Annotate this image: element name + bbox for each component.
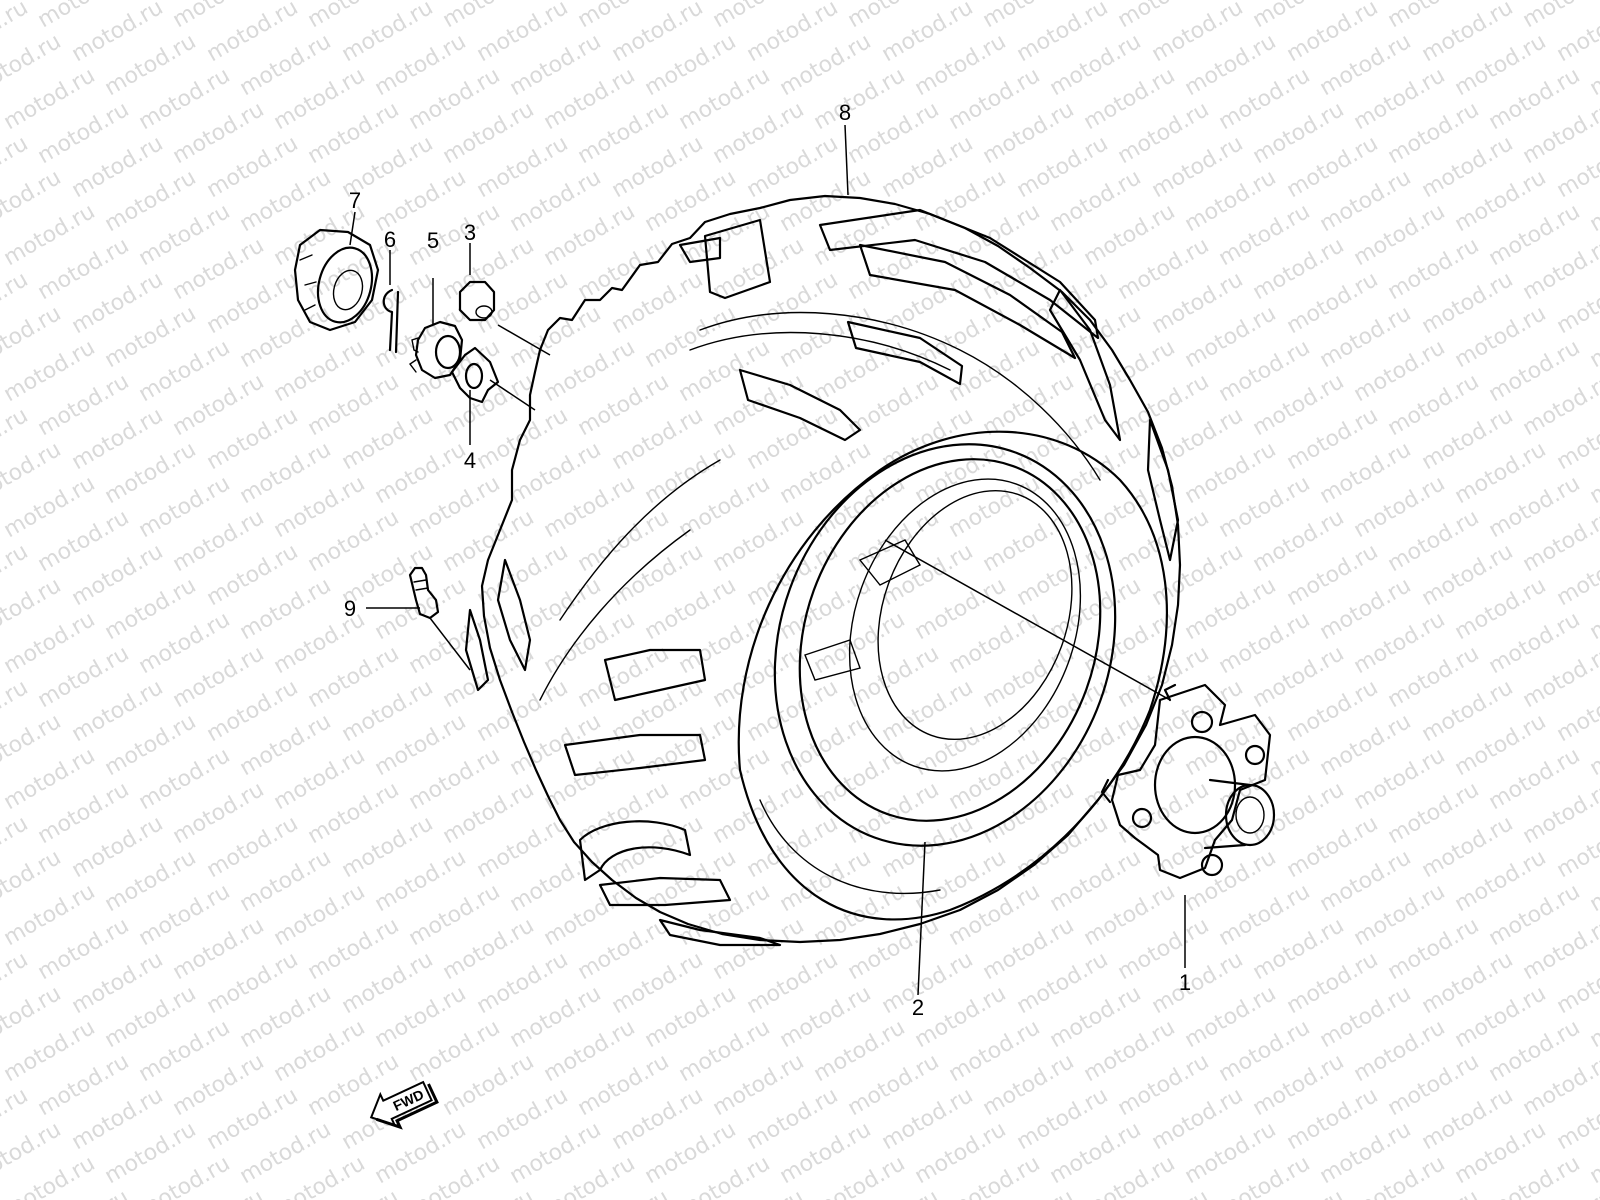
hub-cap xyxy=(293,228,380,332)
callouts: 1 2 3 4 5 6 7 8 9 xyxy=(344,100,1191,1020)
cotter-pin xyxy=(382,288,400,354)
callout-4: 4 xyxy=(464,448,476,473)
callout-8: 8 xyxy=(839,100,851,125)
callout-9: 9 xyxy=(344,596,356,621)
hub-washer xyxy=(450,346,500,404)
callout-3: 3 xyxy=(464,220,476,245)
callout-7: 7 xyxy=(349,188,361,213)
wheel-hub xyxy=(1100,683,1276,880)
callout-5: 5 xyxy=(427,228,439,253)
callout-6: 6 xyxy=(384,227,396,252)
tire xyxy=(464,194,1182,947)
valve-stem xyxy=(408,566,440,620)
wheel-nut xyxy=(458,280,496,322)
leader-lines xyxy=(349,124,1186,996)
callout-1: 1 xyxy=(1179,970,1191,995)
callout-2: 2 xyxy=(912,995,924,1020)
wheel-rim xyxy=(773,443,1117,847)
